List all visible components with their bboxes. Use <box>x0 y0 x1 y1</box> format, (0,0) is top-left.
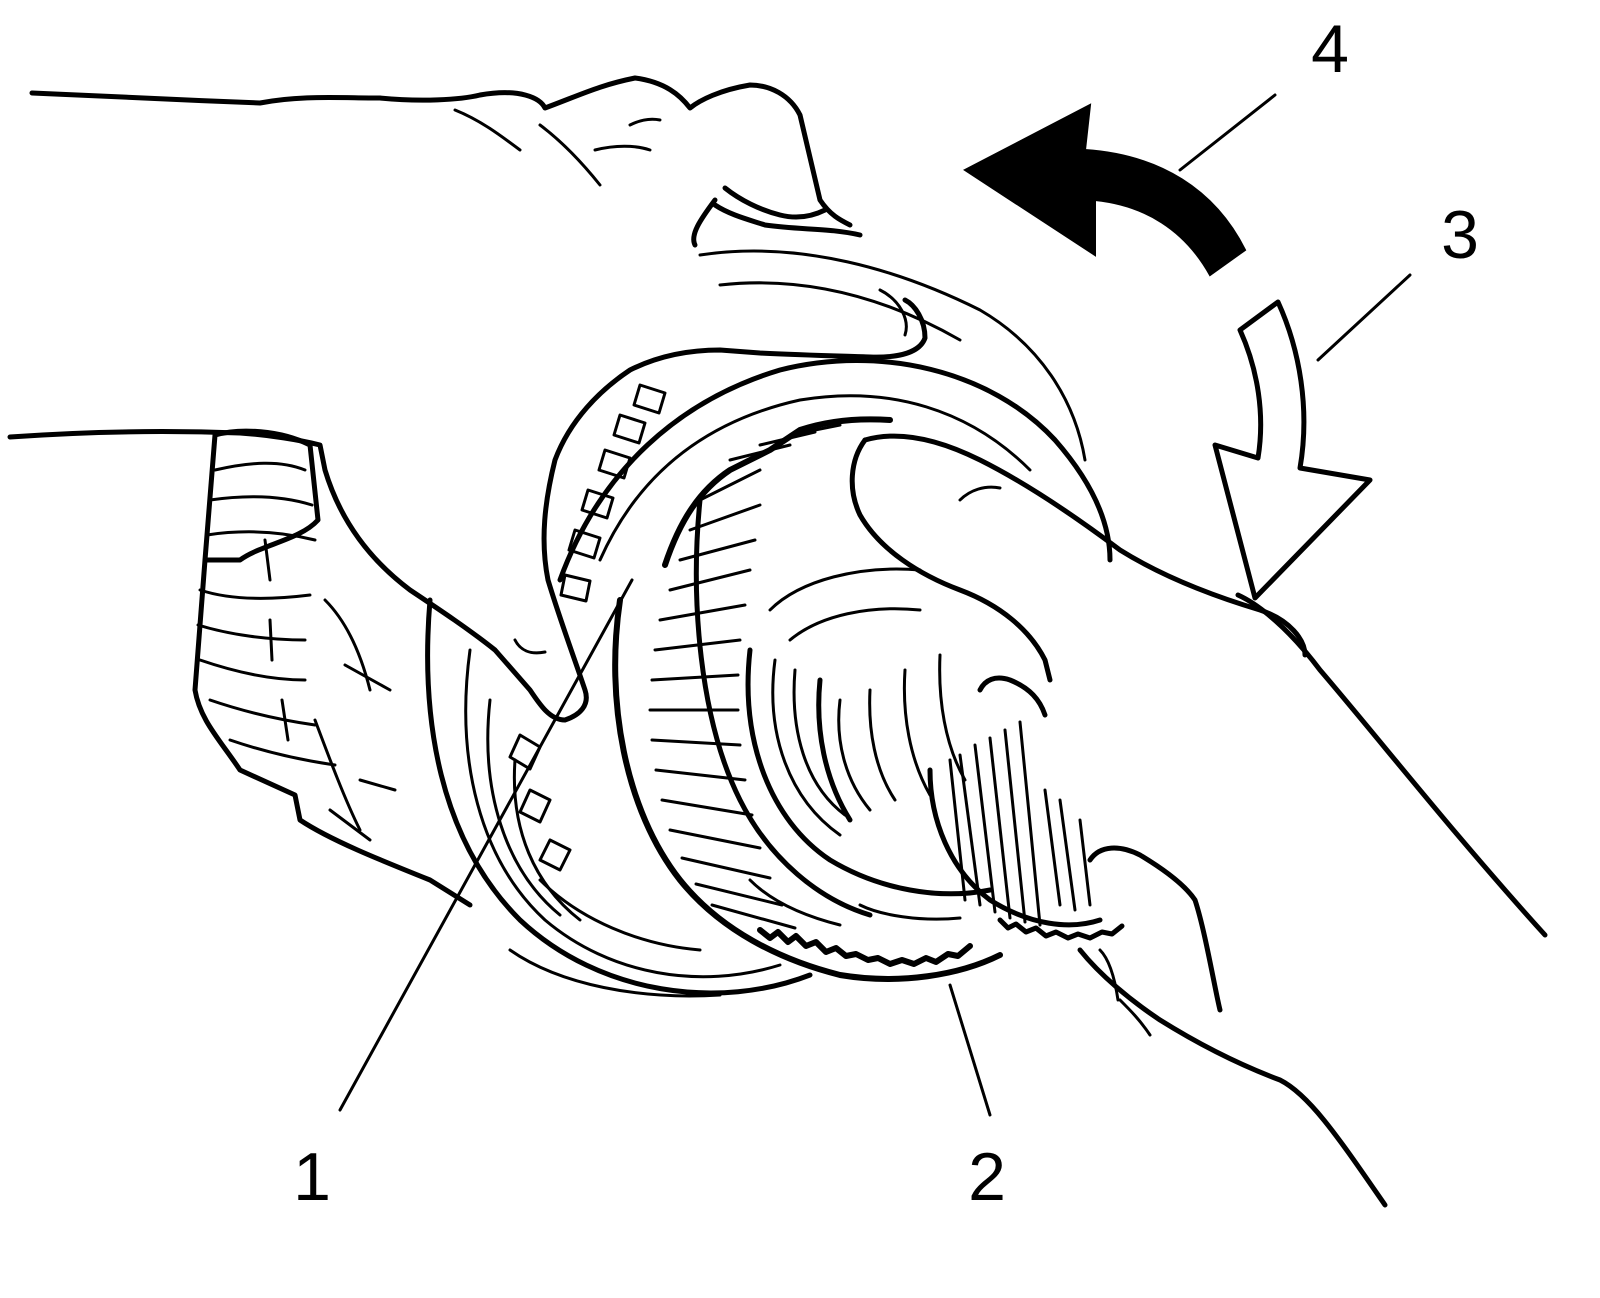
leader-line-2 <box>948 983 992 1117</box>
leader-lines <box>338 93 1412 1117</box>
leader-line-1 <box>338 578 634 1112</box>
callout-labels: 1 2 3 4 <box>293 11 1479 1215</box>
callout-3: 3 <box>1441 197 1479 273</box>
callout-1: 1 <box>293 1139 331 1215</box>
leader-line-3 <box>1316 273 1412 362</box>
rotation-arrow-cw <box>1212 299 1373 601</box>
rotation-arrow-ccw <box>963 103 1247 277</box>
outer-clutch-ring <box>425 249 1113 998</box>
splined-hub <box>612 416 1003 982</box>
left-hand <box>7 75 928 723</box>
inner-shaft-assembly <box>745 567 1125 941</box>
right-hand <box>849 433 1548 1208</box>
clutch-drum-housing <box>192 428 473 908</box>
callout-2: 2 <box>968 1139 1006 1215</box>
leader-line-4 <box>1178 93 1277 172</box>
callout-4: 4 <box>1311 11 1349 87</box>
